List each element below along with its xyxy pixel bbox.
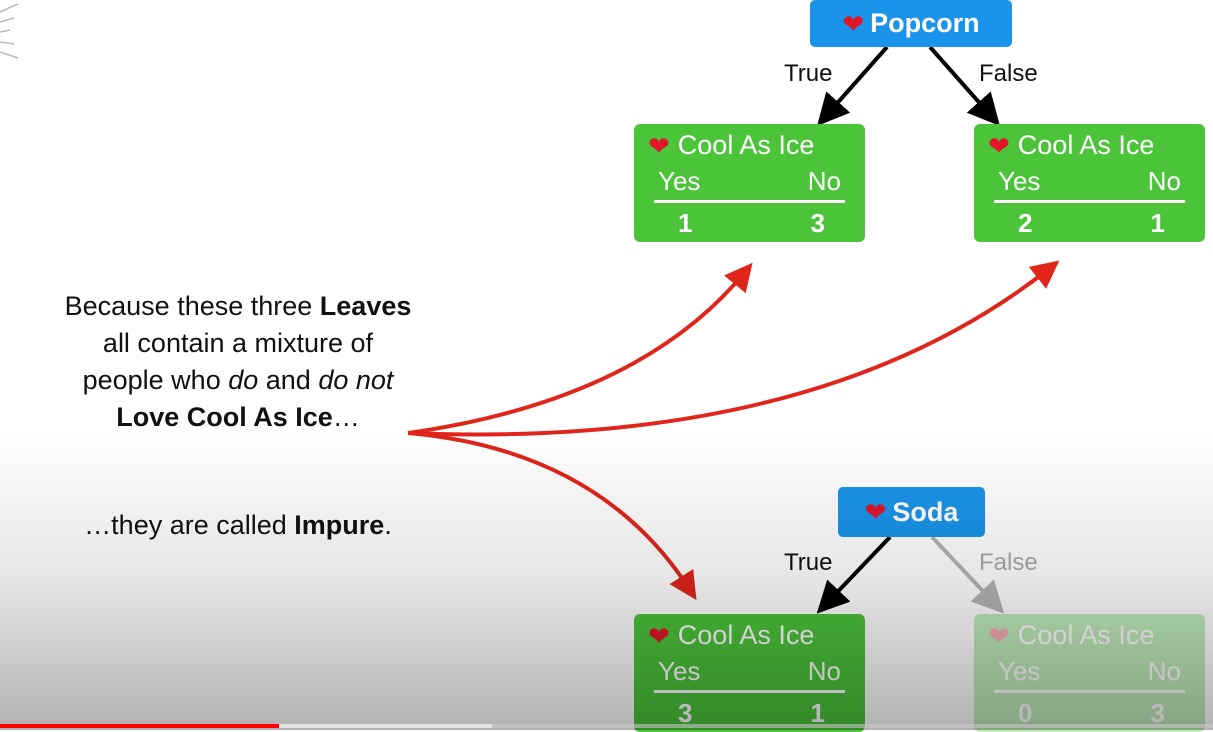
popcorn-node-label: Popcorn [870, 8, 980, 38]
bottom-right-leaf: ❤Cool As Ice Yes No 0 3 [974, 614, 1205, 732]
leaf-title: Cool As Ice [677, 130, 815, 160]
bottom-true-label: True [784, 549, 833, 576]
soda-node: ❤ Soda [838, 487, 985, 537]
leaf-divider [994, 200, 1185, 203]
explanation-line-3: people who do and do not [82, 365, 394, 395]
leaf-divider [654, 690, 845, 693]
leaf-yes-header: Yes [658, 656, 701, 686]
heart-icon: ❤ [864, 497, 887, 527]
leaf-no-header: No [807, 166, 841, 196]
leaf-yes-header: Yes [998, 166, 1041, 196]
top-true-label: True [784, 60, 833, 87]
top-left-leaf: ❤Cool As Ice Yes No 1 3 [634, 124, 865, 242]
false-arrow-bottom [930, 535, 1005, 614]
explanation-line-1: Because these three Leaves [64, 291, 412, 321]
video-progress-fill [0, 724, 279, 728]
heart-icon: ❤ [648, 620, 670, 651]
top-false-label: False [979, 60, 1038, 87]
heart-icon: ❤ [648, 130, 670, 161]
explanation-line-2: all contain a mixture of [102, 328, 374, 358]
bottom-left-leaf: ❤Cool As Ice Yes No 3 1 [634, 614, 865, 732]
explanation-text: Because these three Leaves all contain a… [0, 288, 476, 436]
video-progress-bar[interactable] [0, 724, 1213, 728]
logo-fragment [0, 3, 19, 59]
impure-text: …they are called Impure. [84, 510, 392, 540]
leaf-title: Cool As Ice [1017, 620, 1155, 650]
leaf-no-count: 1 [810, 698, 825, 728]
leaf-title: Cool As Ice [1017, 130, 1155, 160]
explanation-line-4: Love Cool As Ice… [116, 402, 360, 432]
leaf-title: Cool As Ice [677, 620, 815, 650]
leaf-yes-count: 1 [678, 208, 693, 238]
leaf-yes-count: 3 [678, 698, 693, 728]
leaf-no-header: No [1147, 656, 1181, 686]
top-right-leaf: ❤Cool As Ice Yes No 2 1 [974, 124, 1205, 242]
heart-icon: ❤ [988, 620, 1010, 651]
leaf-yes-count: 2 [1018, 208, 1033, 238]
red-arrow-to-right-leaf [407, 260, 1060, 437]
leaf-divider [654, 200, 845, 203]
leaf-no-count: 3 [1150, 698, 1165, 728]
false-arrow-top [928, 45, 1000, 126]
popcorn-node: ❤ Popcorn [810, 0, 1012, 47]
red-arrow-to-left-leaf [407, 262, 753, 435]
leaf-no-header: No [1147, 166, 1181, 196]
soda-node-label: Soda [892, 496, 959, 527]
leaf-yes-header: Yes [998, 656, 1041, 686]
leaf-no-count: 3 [810, 208, 825, 238]
leaf-divider [994, 690, 1185, 693]
bottom-false-label: False [979, 549, 1038, 576]
true-arrow-top [817, 45, 889, 126]
leaf-yes-count: 0 [1018, 698, 1033, 728]
true-arrow-bottom [816, 535, 892, 614]
red-arrow-to-bottom-leaf [407, 431, 697, 601]
heart-icon: ❤ [842, 8, 865, 39]
heart-icon: ❤ [988, 130, 1010, 161]
leaf-no-header: No [807, 656, 841, 686]
leaf-yes-header: Yes [658, 166, 701, 196]
leaf-no-count: 1 [1150, 208, 1165, 238]
